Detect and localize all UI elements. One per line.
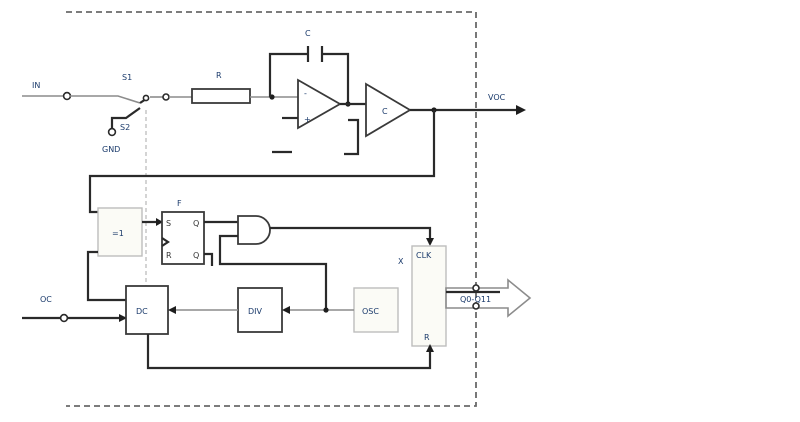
chip-boundary: [66, 11, 477, 407]
bus-pin-a: [472, 284, 480, 292]
ff-qn: Q: [193, 251, 199, 260]
comparator: [365, 82, 412, 138]
ff-lower-out: [204, 252, 214, 266]
bus-pin-b: [472, 302, 480, 310]
counter-clk-arrow: [426, 238, 434, 246]
counter-reset-arrow: [426, 344, 434, 352]
switch-sub-label: S2: [120, 123, 130, 132]
switch-arm: [70, 95, 141, 104]
div-block-label: DIV: [248, 307, 263, 316]
node-osc-branch: [323, 307, 329, 313]
counter-block: [411, 245, 447, 347]
comparator-ref-wire: [344, 118, 360, 156]
small-box-label: =1: [112, 229, 124, 238]
and-gate-out-wire: [270, 226, 432, 244]
div-arrow-from-osc: [282, 306, 290, 314]
gate-lower-input: [218, 234, 328, 310]
ff-r: R: [166, 251, 172, 260]
small-logic-box: [97, 207, 143, 257]
output-top-arrow: [516, 105, 526, 115]
output-top-label: VOC: [488, 93, 506, 102]
ff-q: Q: [193, 219, 199, 228]
dc-arrow-from-div: [168, 306, 176, 314]
opamp-plus: +: [304, 115, 311, 124]
dc-block: [125, 285, 169, 335]
opamp: [297, 78, 342, 130]
switch-lower-wire: [110, 107, 141, 128]
capacitor-label: C: [305, 29, 311, 38]
osc-block-label: OSC: [362, 307, 379, 316]
capacitor-plate-left: [268, 52, 308, 97]
capacitor-plate-right: [322, 52, 350, 104]
dc-to-counter-wire: [146, 334, 432, 370]
feedback-wire: [88, 110, 436, 214]
gnd-terminal: [107, 127, 117, 137]
bus-label: Q0-Q11: [460, 295, 491, 304]
comparator-label: C: [382, 107, 388, 116]
wire-box-to-dc: [86, 250, 126, 302]
counter-label: X: [398, 257, 404, 266]
opamp-minus: -: [304, 89, 307, 98]
resistor: [191, 88, 251, 104]
and-gate: [237, 215, 271, 245]
dc-input-arrow: [119, 314, 127, 322]
resistor-in-terminal: [162, 93, 170, 101]
switch-label: S1: [122, 73, 132, 82]
switch-pivot: [142, 94, 150, 102]
ff-s: S: [166, 219, 171, 228]
capacitor-plates: [306, 46, 324, 62]
gnd-label: GND: [102, 145, 120, 154]
ff-label: F: [177, 199, 182, 208]
input-bottom-terminal: [59, 313, 69, 323]
ff-clock-mark: [161, 237, 170, 247]
dc-block-label: DC: [136, 307, 148, 316]
bus-output: [445, 278, 532, 318]
input-top-terminal: [62, 91, 72, 101]
osc-block: [353, 287, 399, 333]
counter-bottom-label: R: [424, 333, 430, 342]
ff-input-arrow: [156, 218, 163, 226]
resistor-label: R: [216, 71, 222, 80]
input-bottom-label: OC: [40, 295, 52, 304]
input-top-label: IN: [32, 81, 40, 90]
div-block: [237, 287, 283, 333]
counter-top-label: CLK: [416, 251, 432, 260]
